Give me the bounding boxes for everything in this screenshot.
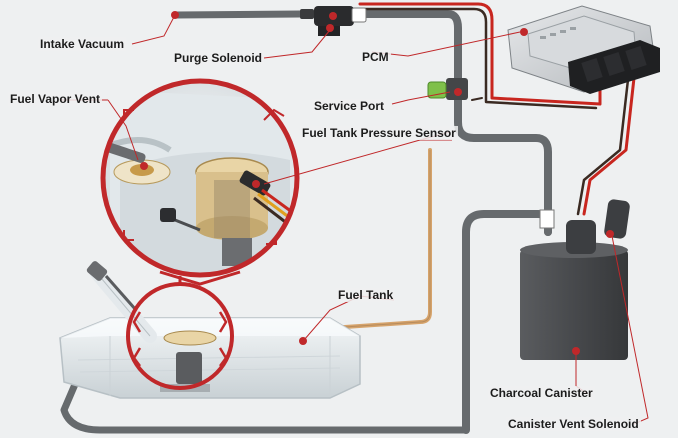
callout-dots bbox=[171, 11, 528, 36]
fuel-tank-zoom-inset bbox=[100, 78, 300, 286]
pcm-module bbox=[507, 5, 660, 94]
label-purge-solenoid: Purge Solenoid bbox=[172, 51, 265, 65]
fuel-tank bbox=[59, 261, 361, 399]
purge-to-service-hose bbox=[358, 10, 462, 82]
label-canister-vent-solenoid: Canister Vent Solenoid bbox=[506, 417, 641, 431]
purge-solenoid bbox=[300, 6, 367, 36]
label-charcoal-canister: Charcoal Canister bbox=[488, 386, 595, 400]
service-to-canister-hose bbox=[454, 96, 552, 236]
tank-magnifier-ring bbox=[126, 276, 234, 390]
label-fuel-tank: Fuel Tank bbox=[336, 288, 396, 302]
label-service-port: Service Port bbox=[312, 99, 387, 113]
label-fuel-vapor-vent: Fuel Vapor Vent bbox=[8, 92, 103, 106]
service-port bbox=[427, 78, 468, 100]
tank-return-hose bbox=[60, 326, 470, 434]
wiring-harness bbox=[358, 2, 638, 216]
label-fuel-tank-pressure-sensor: Fuel Tank Pressure Sensor bbox=[300, 126, 458, 140]
label-pcm: PCM bbox=[360, 50, 391, 64]
label-intake-vacuum: Intake Vacuum bbox=[38, 37, 127, 51]
charcoal-canister bbox=[520, 199, 630, 360]
fuel-line bbox=[203, 148, 432, 342]
